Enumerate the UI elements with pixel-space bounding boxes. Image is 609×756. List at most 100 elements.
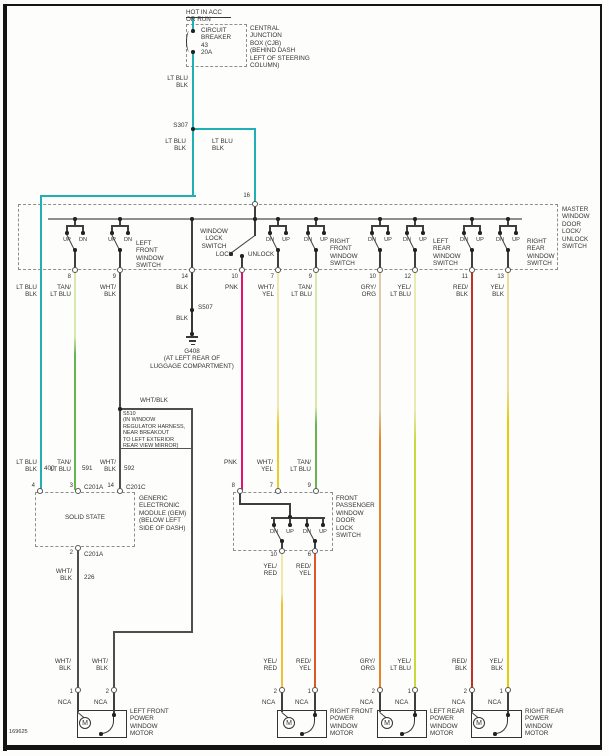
right-front-window-switch-contact-a-wiper	[276, 248, 280, 252]
right-front-window-switch-contact-a-label-0: DN	[265, 237, 275, 243]
rr-motor-pin1-label: 1	[499, 689, 503, 695]
passenger-window-switch-contact-a-stub-l	[273, 518, 275, 525]
left-front-window-switch-contact-b-label-0: UP	[108, 237, 116, 243]
left-front-window-switch-contact-a-contact-r	[81, 231, 85, 235]
passenger-window-switch-contact-a-vert	[281, 542, 283, 551]
left-rear-window-switch-contact-a-minibus	[371, 225, 389, 227]
s510-branch-bottom	[113, 631, 193, 633]
frame-right	[600, 4, 602, 746]
splice-s307-dot	[191, 127, 195, 131]
wire-label-redyel-m: RED/ YEL	[295, 658, 311, 673]
window-lock-switch-label: WINDOW LOCK SWITCH	[200, 228, 228, 250]
passenger-window-switch-contact-a-contact-r	[288, 523, 292, 527]
right-front-window-switch-contact-a-bus-dot	[276, 217, 280, 221]
wire-label-yelltblu: YEL/ LT BLU	[390, 284, 411, 299]
connector-c201a2-label: C201A	[84, 551, 104, 558]
cjb-label: CENTRAL JUNCTION BOX (CJB) (BEHIND DASH …	[250, 25, 310, 70]
left-rear-window-switch-contact-a-label-1: UP	[384, 237, 392, 243]
s307-left-down	[192, 128, 194, 197]
left-rear-motor-arc-dot-top	[413, 713, 417, 717]
circuit-400: 400	[44, 465, 55, 472]
left-rear-motor-pin-r	[412, 687, 418, 693]
wire-label-yelblk-m: YEL/ BLK	[489, 658, 503, 673]
left-rear-motor-box	[377, 710, 427, 738]
pass-pin-7	[275, 488, 281, 494]
left-front-window-switch-contact-b-contact-l	[110, 231, 114, 235]
right-front-motor-stub-l	[281, 692, 283, 712]
left-front-window-switch-contact-a-contact-l	[65, 231, 69, 235]
left-rear-window-switch-contact-b-vert	[414, 250, 416, 270]
frame-top	[3, 4, 602, 6]
left-rear-window-switch-contact-b-contact-l	[405, 231, 409, 235]
left-front-window-switch-contact-b-stub-r	[127, 226, 129, 233]
right-rear-motor-pin-l	[469, 687, 475, 693]
blk-ground-wire	[191, 271, 193, 334]
left-rear-window-switch-contact-b-stub-r	[422, 226, 424, 233]
right-front-window-switch-contact-b-wiper	[314, 248, 318, 252]
master-pin-9b	[313, 267, 319, 273]
ground-hatch-3	[191, 343, 195, 345]
left-front-motor-label: LEFT FRONT POWER WINDOW MOTOR	[130, 708, 169, 738]
right-rear-window-switch-contact-a-bus-dot	[470, 217, 474, 221]
left-rear-window-switch-contact-a-stub-r	[387, 226, 389, 233]
pass-feed-vert2	[289, 503, 291, 519]
master-window-switch-box	[18, 204, 558, 270]
right-rear-window-switch-contact-b-label-1: UP	[512, 237, 520, 243]
passenger-window-switch-contact-a-label-0: DN	[269, 529, 279, 535]
right-front-motor-box	[277, 710, 327, 738]
wire-label-redblk-m: RED/ BLK	[451, 658, 467, 673]
pass-feed-horiz	[239, 503, 291, 505]
master-pin-10	[239, 267, 245, 273]
nca-label-7: NCA	[452, 699, 466, 706]
right-front-window-switch-contact-b-stub-l	[307, 226, 309, 233]
wire-label-ltblu-top: LT BLU BLK	[167, 75, 188, 90]
gem-pin4-label: 4	[31, 483, 35, 489]
right-front-motor-label: RIGHT FRONT POWER WINDOW MOTOR	[330, 708, 373, 738]
unlock-contact-dot	[240, 254, 244, 258]
right-front-window-switch-contact-b-vert	[315, 250, 317, 270]
left-front-motor-arc-dot-top	[112, 713, 116, 717]
master-pin-10b	[377, 267, 383, 273]
left-front-window-switch-contact-b-bus-dot	[118, 217, 122, 221]
right-front-window-switch-contact-b-contact-l	[306, 231, 310, 235]
lock-label: LOCK	[215, 251, 233, 258]
splice-s507-dot	[190, 308, 194, 312]
pass-pin10-label: 10	[270, 552, 277, 558]
pin16-label: 16	[243, 193, 250, 199]
feed-wire-main	[192, 52, 194, 129]
right-rear-motor-arc-dot-bottom	[493, 732, 497, 736]
pass-pin8-label: 8	[231, 483, 235, 489]
left-rear-window-switch-contact-b-bus-dot	[413, 217, 417, 221]
s510-branch-right	[191, 408, 193, 633]
left-front-motor-pin-r	[111, 687, 117, 693]
yel-ltblu-wire	[414, 271, 416, 689]
lock-contact-dot	[229, 252, 233, 256]
wire-label-yelltblu-m: YEL/ LT BLU	[390, 658, 411, 673]
master-pin-8	[72, 267, 78, 273]
master-pin-9	[117, 267, 123, 273]
pin16-wire	[254, 128, 256, 205]
right-front-motor-arc-dot-top	[313, 713, 317, 717]
master-pin-12	[412, 267, 418, 273]
master-pin10-label: 10	[231, 274, 238, 280]
gem-feed-wire	[40, 195, 42, 491]
left-rear-window-switch-contact-a-stub-l	[371, 226, 373, 233]
left-rear-window-switch-contact-b-stub-l	[406, 226, 408, 233]
passenger-window-switch-contact-b-stub-l	[306, 518, 308, 525]
nca-label-4: NCA	[295, 699, 309, 706]
nca-label-5: NCA	[360, 699, 374, 706]
left-front-window-switch-contact-b-vert	[119, 250, 121, 270]
right-rear-window-switch-contact-a-stub-r	[479, 226, 481, 233]
lf-motor-pin1-label: 1	[69, 689, 73, 695]
right-rear-window-switch-contact-b-minibus	[499, 225, 517, 227]
connector-c201a-label: C201A	[84, 484, 104, 491]
right-front-window-switch-contact-a-vert	[277, 250, 279, 270]
s510-branch-top	[119, 408, 193, 410]
right-front-window-switch-contact-b-label-1: UP	[320, 237, 328, 243]
lf-motor-pin2-label: 2	[105, 689, 109, 695]
yel-blk-wire	[507, 271, 509, 689]
bus-lock-junction	[253, 217, 257, 221]
right-rear-window-switch-contact-a-wiper	[470, 248, 474, 252]
right-rear-window-switch-contact-b-stub-l	[499, 226, 501, 233]
wire-label-whtyel-mid: WHT/ YEL	[256, 459, 273, 474]
